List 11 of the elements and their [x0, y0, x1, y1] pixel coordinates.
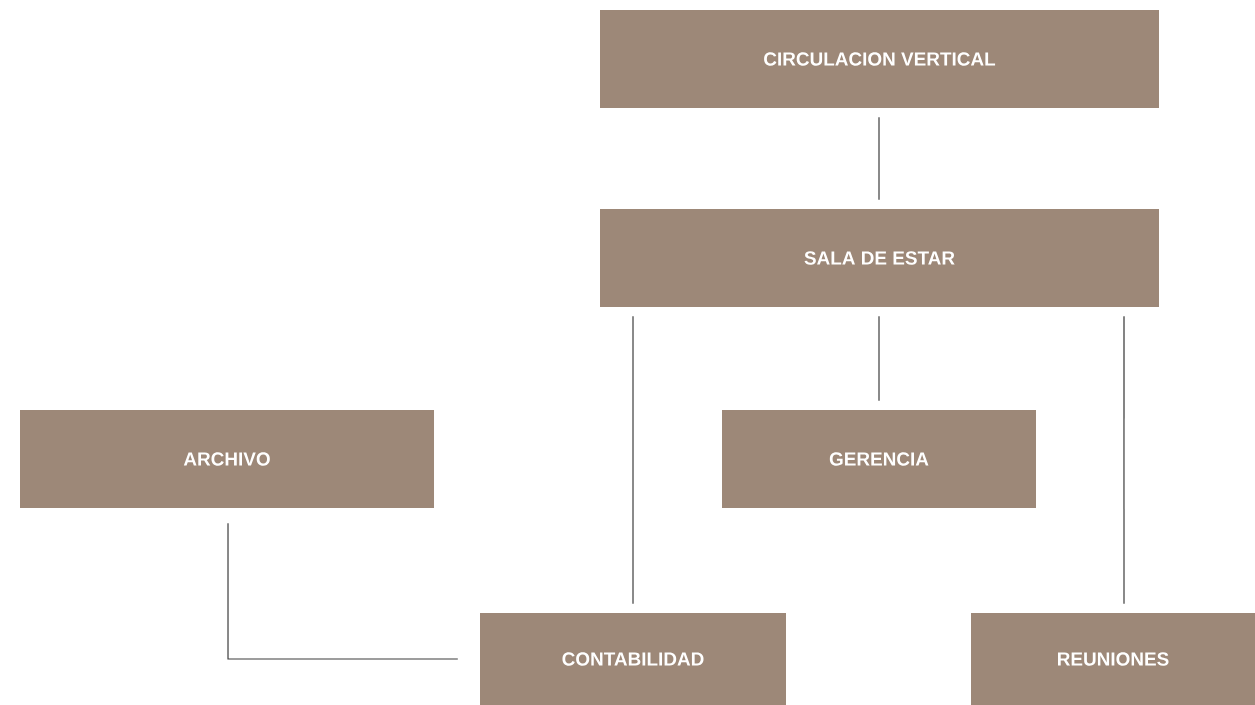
connector-line [1123, 315, 1125, 605]
room-box: GERENCIA [722, 410, 1036, 508]
connector-line [227, 522, 459, 660]
room-box: CONTABILIDAD [480, 613, 786, 705]
connector-line [632, 315, 634, 605]
room-box: SALA DE ESTAR [600, 209, 1159, 307]
room-box: CIRCULACION VERTICAL [600, 10, 1159, 108]
connector-line [878, 315, 880, 402]
room-box: REUNIONES [971, 613, 1255, 705]
connector-line [878, 116, 880, 201]
room-box: ARCHIVO [20, 410, 434, 508]
